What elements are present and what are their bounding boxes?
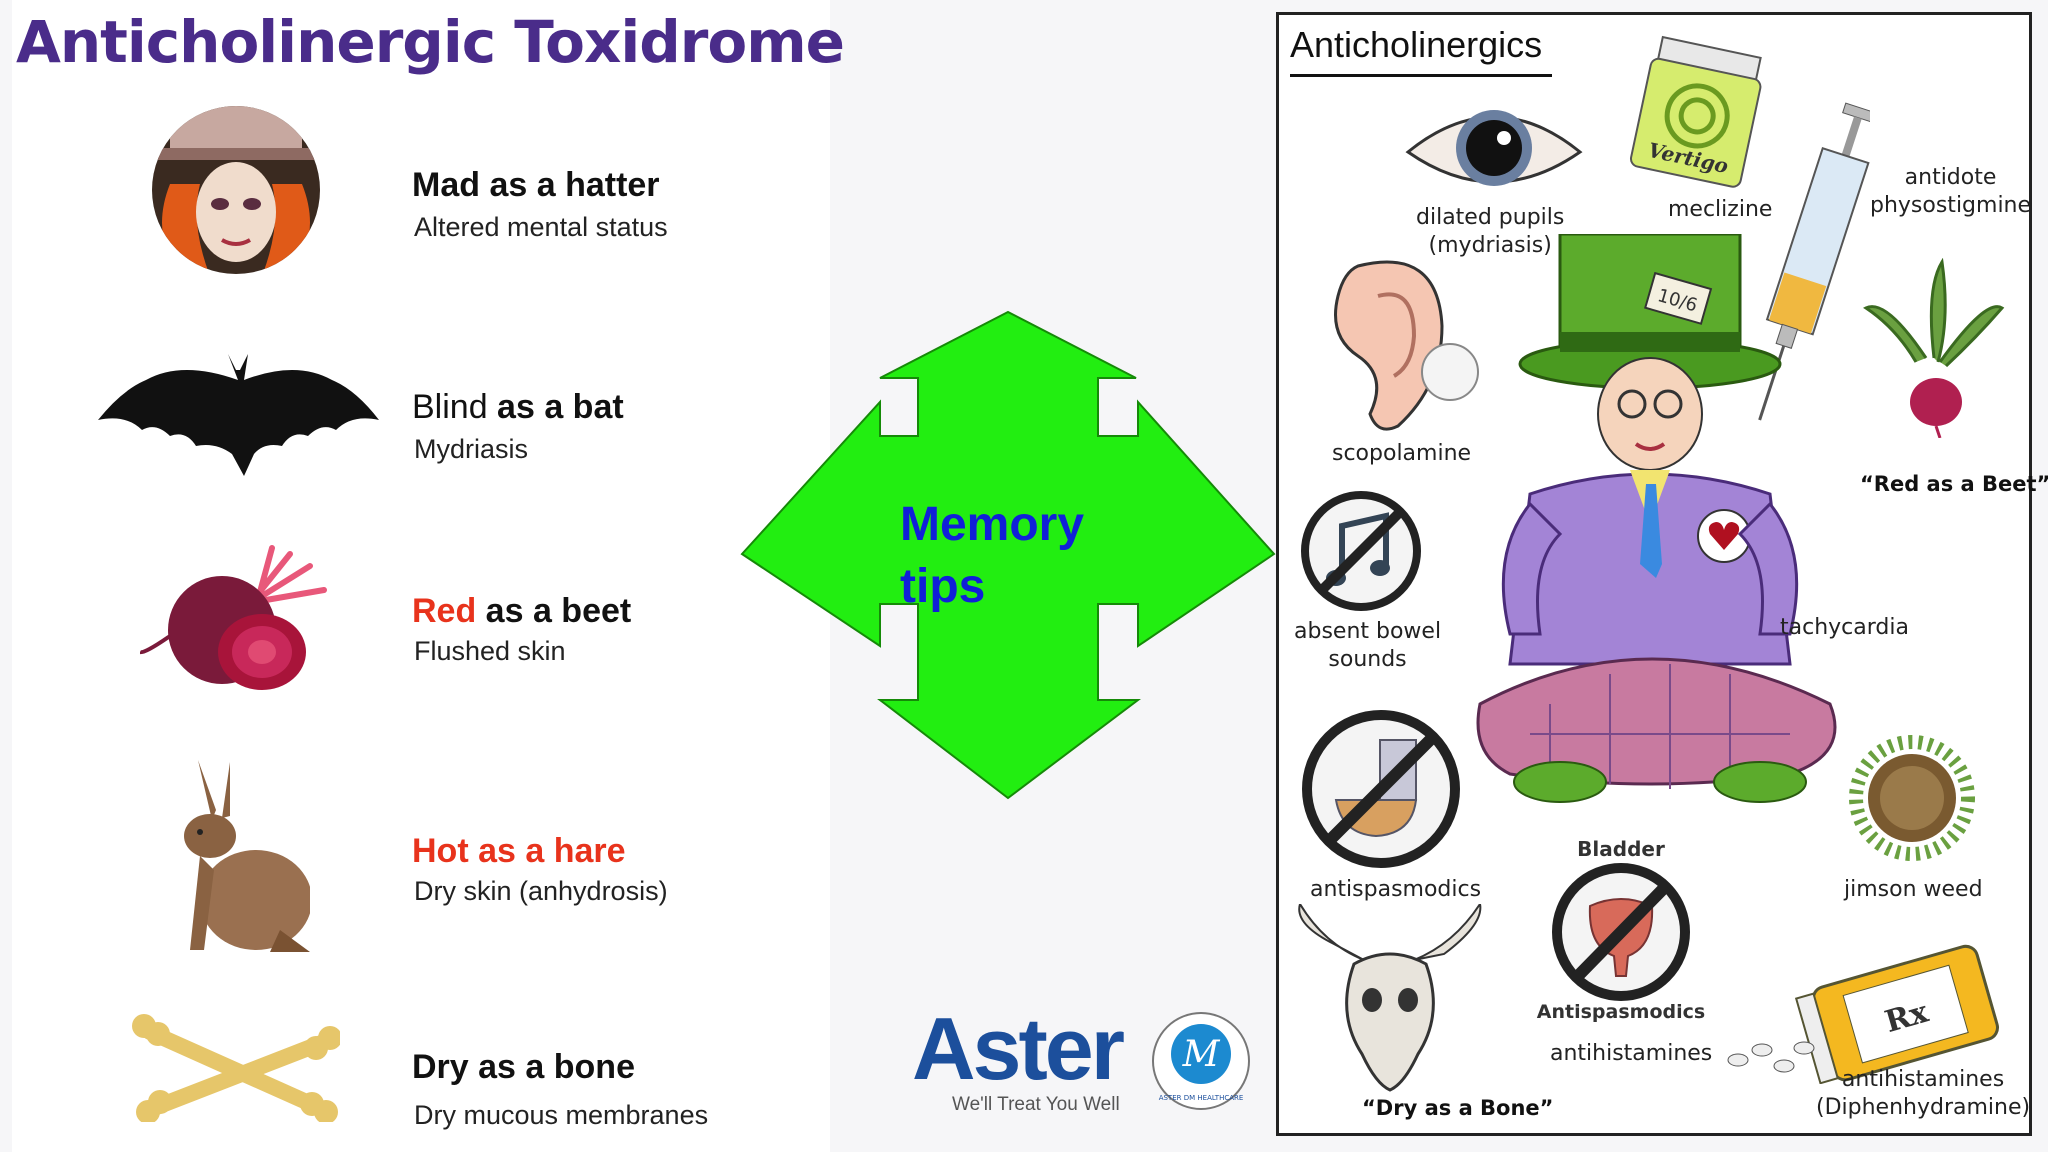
- right-beet-illustration: [1863, 258, 2005, 438]
- bat-image: [98, 354, 379, 476]
- bones-image: [132, 1014, 340, 1122]
- mnemonic-2-title: Blind as a bat: [412, 388, 624, 427]
- mnemonic-2-word: Blind: [412, 388, 488, 426]
- label-absent-bowel-sounds: absent bowel sounds: [1294, 618, 1441, 674]
- aster-logo-wordmark: Aster: [912, 999, 1125, 1098]
- label-tachycardia: tachycardia: [1780, 615, 1909, 640]
- no-music-icon: [1301, 491, 1421, 611]
- seal-letter: M: [1182, 1034, 1221, 1075]
- label-dry-as-a-bone: “Dry as a Bone”: [1362, 1096, 1554, 1120]
- eye-illustration: [1405, 110, 1583, 186]
- label-antihistamines: antihistamines: [1550, 1041, 1713, 1066]
- label-dilated-line2: (mydriasis): [1428, 233, 1552, 258]
- label-dilated-line1: dilated pupils: [1416, 205, 1565, 230]
- mnemonic-3-word: Red: [412, 592, 477, 630]
- label-scopolamine: scopolamine: [1332, 441, 1472, 466]
- seal-text: ASTER DM HEALTHCARE: [1159, 1094, 1244, 1102]
- label-dilated-pupils: dilated pupils (mydriasis): [1416, 204, 1564, 260]
- label-red-as-a-beet: “Red as a Beet”: [1860, 472, 2048, 496]
- mnemonic-5-sub: Dry mucous membranes: [414, 1100, 709, 1130]
- memory-line-2: tips: [900, 560, 986, 613]
- four-way-arrow-icon: [740, 310, 1276, 800]
- label-antidote-line1: antidote: [1904, 165, 1997, 190]
- ear-illustration: [1334, 260, 1479, 431]
- jimson-weed-illustration: [1849, 735, 1975, 861]
- label-diphenhydramine: antihistamines (Diphenhydramine): [1816, 1066, 2030, 1122]
- hare-image: [184, 760, 310, 952]
- label-bowel-line2: sounds: [1328, 647, 1407, 672]
- mnemonic-4-sub: Dry skin (anhydrosis): [414, 876, 668, 906]
- mnemonic-3-sub: Flushed skin: [414, 636, 566, 666]
- mad-hatter-image: [152, 106, 320, 274]
- label-bowel-line1: absent bowel: [1294, 619, 1442, 644]
- label-antihist2-line1: antihistamines: [1841, 1067, 2005, 1092]
- right-title: Anticholinergics: [1290, 24, 1543, 65]
- mnemonic-3-title: Red as a beet: [412, 592, 631, 631]
- meclizine-jar-illustration: Vertigo: [1629, 35, 1762, 188]
- mnemonic-4-title: Hot as a hare: [412, 832, 626, 870]
- beet-image: [140, 545, 327, 690]
- label-antidote-line2: physostigmine: [1870, 193, 2032, 218]
- right-title-underline: [1290, 74, 1552, 77]
- mnemonic-1-title: Mad as a hatter: [412, 166, 660, 204]
- left-panel: [12, 0, 830, 1152]
- label-antihist2-line2: (Diphenhydramine): [1816, 1095, 2031, 1120]
- mnemonic-2-rest: as a bat: [487, 388, 624, 426]
- mad-hatter-figure: 10/6: [1476, 234, 1837, 803]
- label-antidote: antidote physostigmine: [1870, 164, 2031, 220]
- no-bladder-icon: Bladder Antispasmodics: [1537, 837, 1705, 1023]
- label-antispasmodics: antispasmodics: [1310, 877, 1482, 902]
- memory-line-1: Memory: [900, 498, 1085, 551]
- label-jimson-weed: jimson weed: [1844, 877, 1983, 902]
- bladder-badge-text: Bladder: [1577, 837, 1665, 861]
- mnemonic-3-rest: as a beet: [476, 592, 632, 630]
- cow-skull-illustration: [1298, 904, 1482, 1092]
- pill-bottle-illustration: Rx: [1727, 944, 1999, 1084]
- syringe-illustration: [1758, 102, 1870, 421]
- label-meclizine: meclizine: [1668, 197, 1773, 222]
- aster-tagline: We'll Treat You Well: [952, 1094, 1120, 1115]
- no-toilet-icon: [1302, 710, 1460, 868]
- memory-tips-text: Memory tips: [900, 494, 1084, 618]
- left-title: Anticholinergic Toxidrome: [16, 8, 845, 76]
- mnemonic-1-sub: Altered mental status: [414, 212, 668, 242]
- aster-seal-icon: M ASTER DM HEALTHCARE: [1152, 1012, 1250, 1110]
- antispasmodics-badge-text: Antispasmodics: [1537, 1001, 1705, 1023]
- mnemonic-2-sub: Mydriasis: [414, 434, 529, 464]
- mnemonic-5-title: Dry as a bone: [412, 1048, 635, 1086]
